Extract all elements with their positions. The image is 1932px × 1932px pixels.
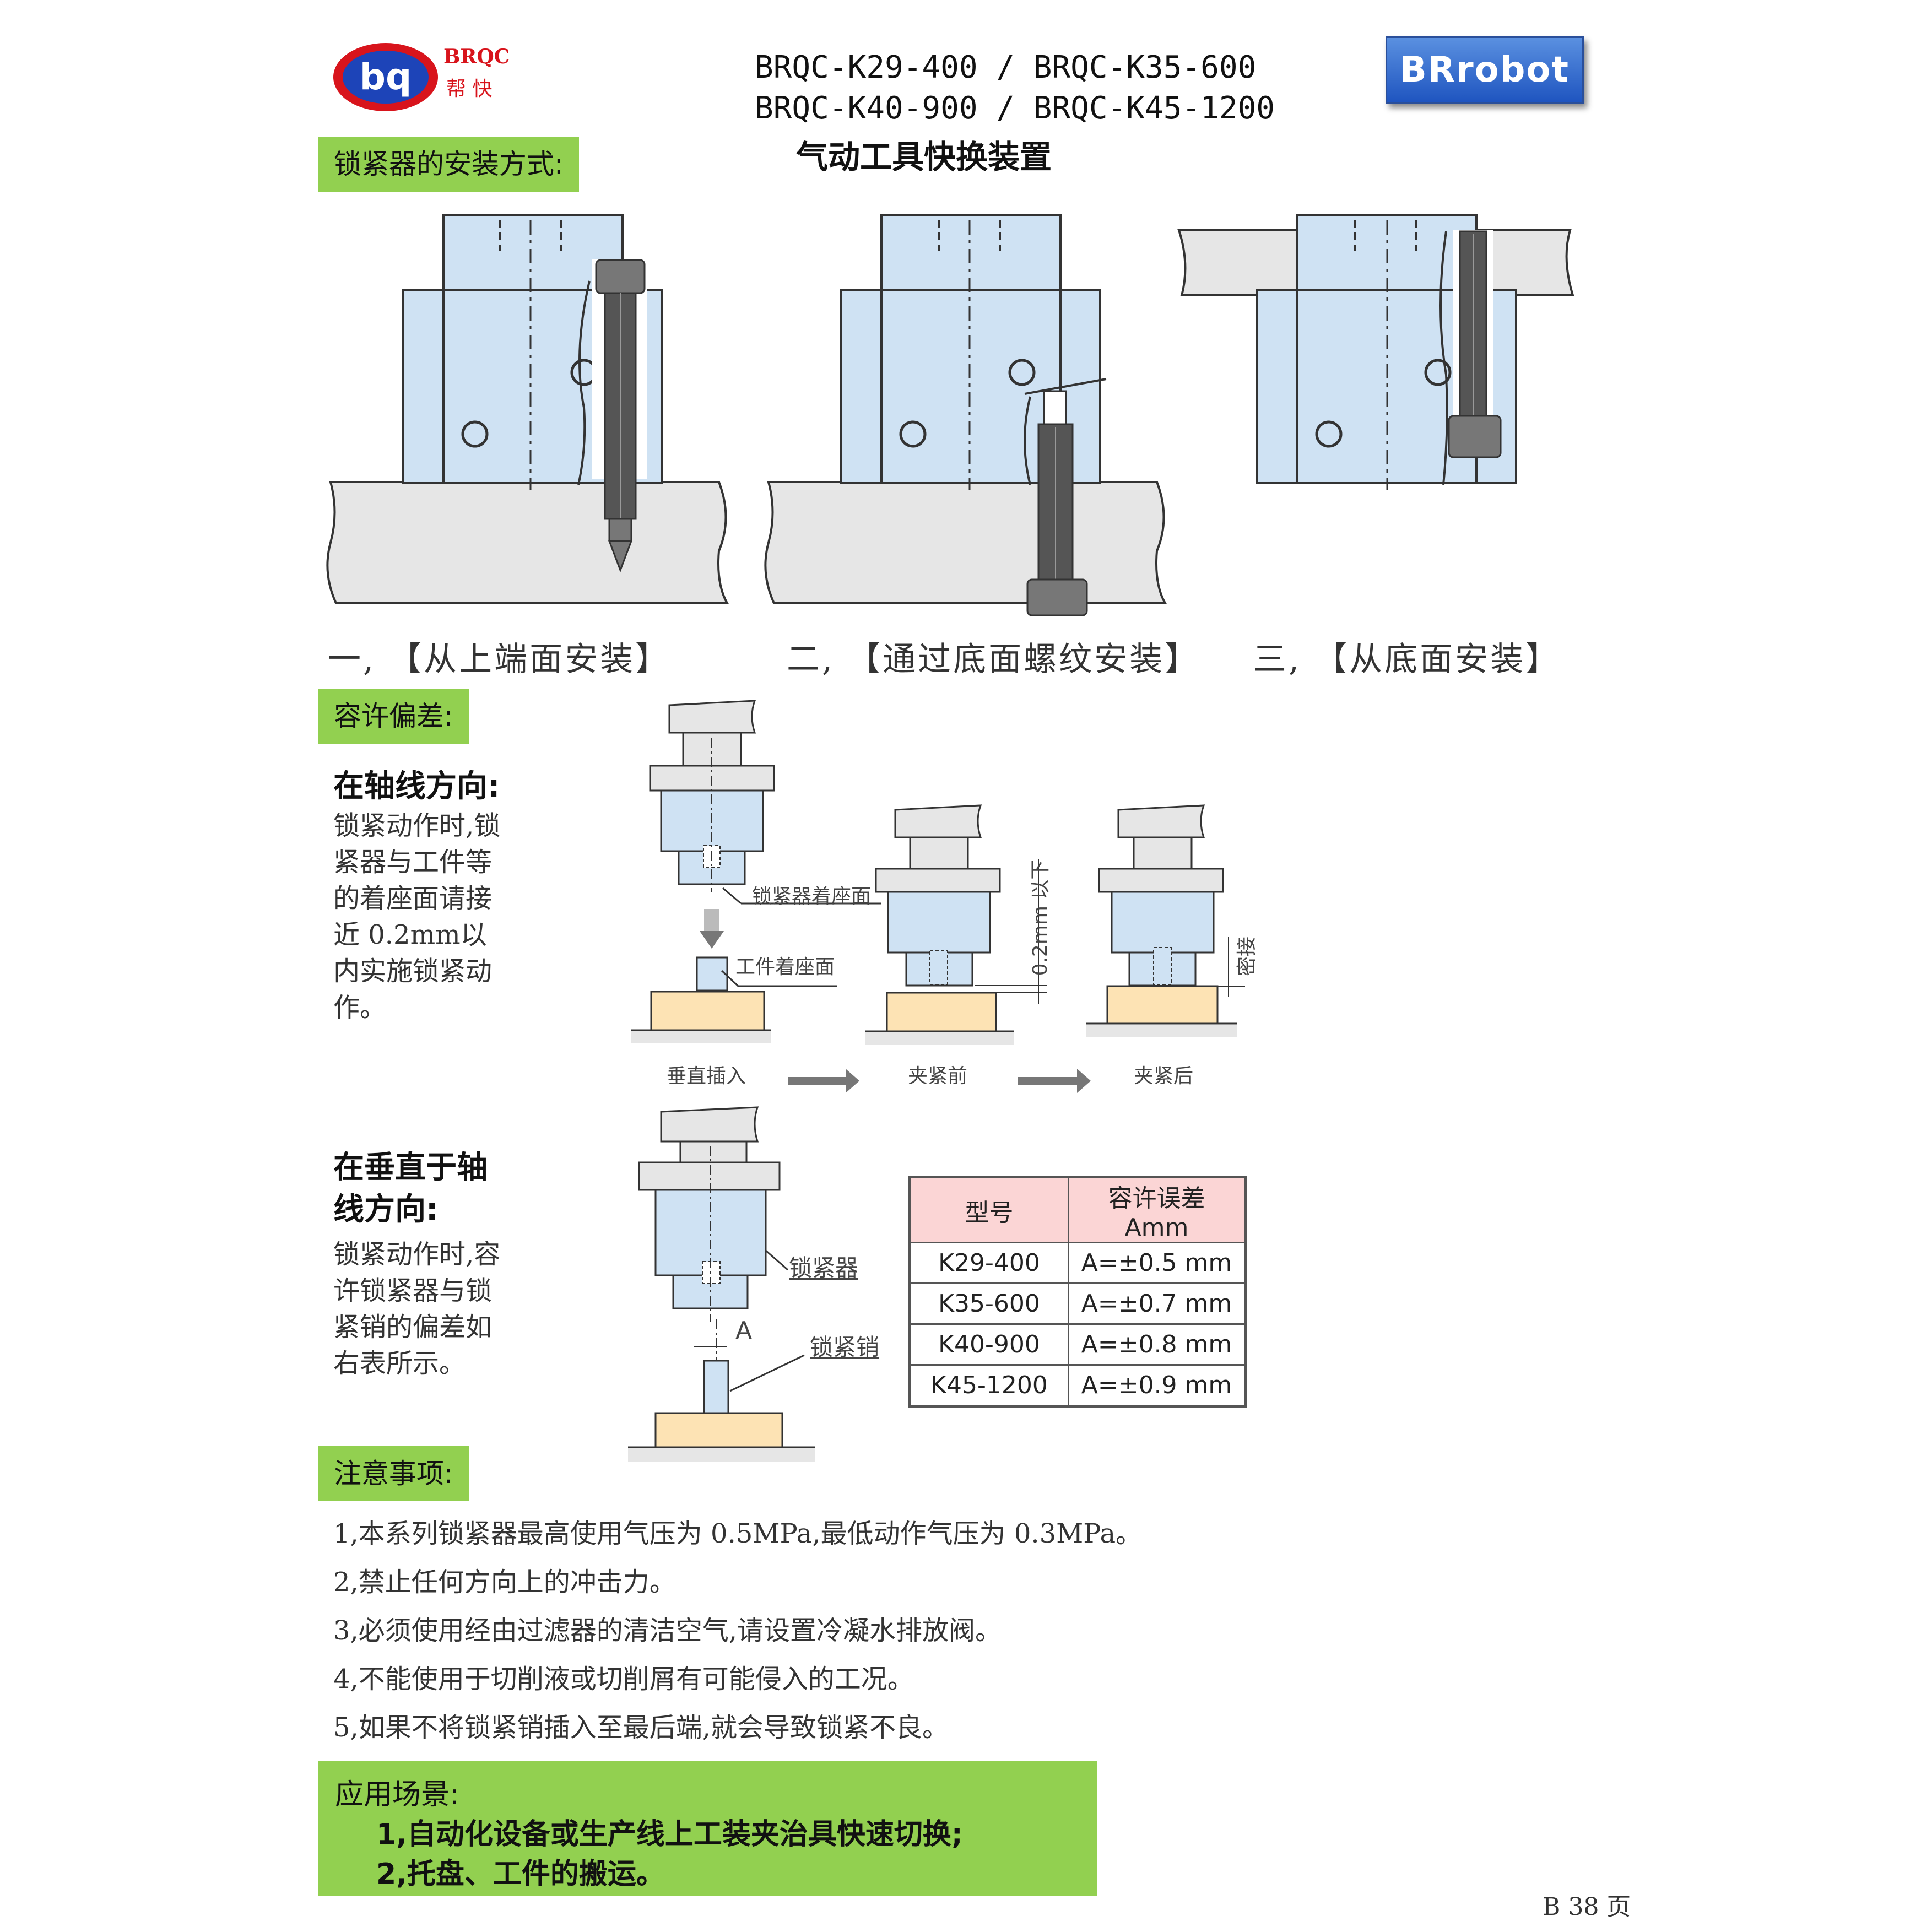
brqc-logo: bq BRQC 帮 快 bbox=[331, 39, 518, 116]
label-work-seat: 工件着座面 bbox=[735, 956, 835, 978]
note-item: 5,如果不将锁紧销插入至最后端,就会导致锁紧不良。 bbox=[333, 1712, 949, 1743]
table-cell: K35-600 bbox=[908, 1282, 1069, 1325]
table-header-row: 型号 容许误差 Amm bbox=[908, 1176, 1246, 1243]
title-line-1: BRQC-K29-400 / BRQC-K35-600 bbox=[755, 50, 1257, 85]
axial-stage-before bbox=[865, 804, 1047, 1045]
application-item: 2,托盘、工件的搬运。 bbox=[376, 1858, 665, 1891]
radial-text: 锁紧动作时,容许锁紧器与锁紧销的偏差如右表所示。 bbox=[333, 1239, 501, 1379]
label-locker: 锁紧器 bbox=[789, 1254, 859, 1281]
note-item: 1,本系列锁紧器最高使用气压为 0.5MPa,最低动作气压为 0.3MPa。 bbox=[333, 1518, 1143, 1549]
application-item: 1,自动化设备或生产线上工装夹治具快速切换; bbox=[376, 1818, 963, 1851]
title-line-2: BRQC-K40-900 / BRQC-K45-1200 bbox=[755, 90, 1275, 126]
arrow-right-icon bbox=[788, 1069, 859, 1093]
note-item: 4,不能使用于切削液或切削屑有可能侵入的工况。 bbox=[333, 1664, 914, 1695]
install-diagram-bottom bbox=[1177, 214, 1574, 490]
step-before: 夹紧前 bbox=[908, 1065, 968, 1087]
section-label-install: 锁紧器的安装方式: bbox=[318, 137, 579, 192]
logo-text-en: BRQC bbox=[443, 45, 510, 68]
section-label-tolerance: 容许偏差: bbox=[318, 689, 469, 744]
install-caption-1: 一, 【从上端面安装】 bbox=[328, 640, 671, 679]
axial-text: 锁紧动作时,锁紧器与工件等的着座面请接近 0.2mm以内实施锁紧动作。 bbox=[333, 810, 501, 1023]
brrobot-brand-badge: BRrobot bbox=[1386, 36, 1584, 104]
install-caption-2: 二, 【通过底面螺纹安装】 bbox=[787, 640, 1200, 679]
table-cell: A=±0.9 mm bbox=[1068, 1364, 1246, 1407]
note-item: 2,禁止任何方向上的冲击力。 bbox=[333, 1567, 676, 1598]
install-diagram-top bbox=[326, 214, 729, 604]
svg-text:bq: bq bbox=[360, 56, 412, 98]
step-insert: 垂直插入 bbox=[667, 1065, 746, 1087]
logo-text-cn: 帮 快 bbox=[446, 78, 493, 100]
axial-tolerance-diagram bbox=[631, 700, 1245, 1093]
axial-stage-insert bbox=[631, 700, 881, 1043]
table-cell: K40-900 bbox=[908, 1323, 1069, 1366]
table-cell: K45-1200 bbox=[908, 1364, 1069, 1407]
radial-heading: 在垂直于轴线方向: bbox=[333, 1150, 488, 1227]
label-pin: 锁紧销 bbox=[810, 1334, 880, 1361]
axial-heading: 在轴线方向: bbox=[333, 769, 500, 804]
table-header-model: 型号 bbox=[908, 1176, 1069, 1243]
install-diagram-bottom-thread bbox=[764, 214, 1167, 616]
notes-list: 1,本系列锁紧器最高使用气压为 0.5MPa,最低动作气压为 0.3MPa。 2… bbox=[333, 1509, 1142, 1752]
table-cell: A=±0.8 mm bbox=[1068, 1323, 1246, 1366]
install-caption-3: 三, 【从底面安装】 bbox=[1253, 640, 1561, 679]
radial-tolerance-diagram bbox=[628, 1106, 815, 1462]
step-after: 夹紧后 bbox=[1134, 1065, 1194, 1087]
application-box: 应用场景: 1,自动化设备或生产线上工装夹治具快速切换; 2,托盘、工件的搬运。 bbox=[318, 1761, 1097, 1896]
section-label-notes: 注意事项: bbox=[318, 1446, 469, 1501]
note-item: 3,必须使用经由过滤器的清洁空气,请设置冷凝水排放阀。 bbox=[333, 1615, 1002, 1646]
label-contact: 密接 bbox=[1236, 937, 1258, 977]
page-number: B 38 页 bbox=[1543, 1893, 1631, 1921]
table-cell: K29-400 bbox=[908, 1242, 1069, 1284]
table-header-tolerance: 容许误差 Amm bbox=[1068, 1176, 1246, 1243]
logo-mark-icon: bq bbox=[333, 43, 438, 111]
label-a: A bbox=[735, 1317, 753, 1345]
axial-stage-after bbox=[1086, 804, 1245, 1037]
arrow-right-icon bbox=[1018, 1069, 1091, 1093]
label-locker-seat: 锁紧器着座面 bbox=[752, 885, 872, 908]
label-gap: 0.2mm 以下 bbox=[1029, 859, 1052, 976]
application-title: 应用场景: bbox=[335, 1778, 459, 1811]
installation-diagrams bbox=[326, 214, 1574, 616]
table-cell: A=±0.5 mm bbox=[1068, 1242, 1246, 1284]
page-subtitle: 气动工具快换装置 bbox=[796, 138, 1052, 176]
table-cell: A=±0.7 mm bbox=[1068, 1282, 1246, 1325]
